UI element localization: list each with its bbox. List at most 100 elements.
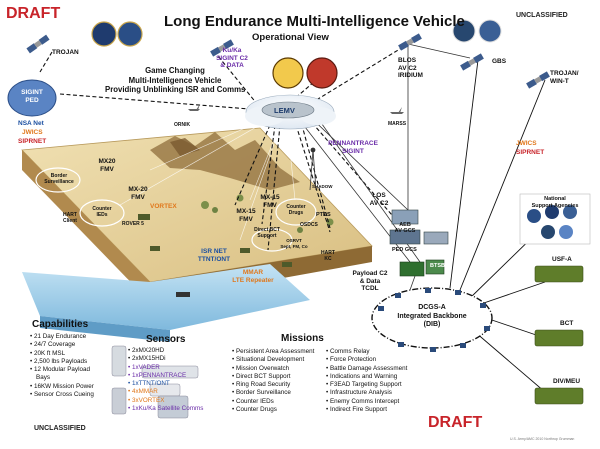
mission-item: Situational Development [232,356,314,364]
mx20-b-label: MX-20 FMV [123,186,153,201]
ground-vehicles [138,214,292,297]
national-support-label: National Support Agencies [522,196,588,209]
mission-item: Comms Relay [326,348,407,356]
direct-bct-line-1: Direct BCT [254,227,280,233]
coverage-circles [35,167,317,252]
national-line-2: Support Agencies [531,202,579,209]
classification-top: UNCLASSIFIED [516,12,568,19]
jwics-left-label: JWICS [22,129,43,136]
sigint-ped-line-1: SIGINT [21,89,43,96]
sensor-item: 1xTTNT/ONT [128,380,203,388]
osdcs-label: OSDCS [300,222,318,228]
mission-item: Indirect Fire Support [326,406,407,414]
sensor-item: 2xMX15HDi [128,355,203,363]
tower [309,147,317,191]
mx20-a-label: MX20 FMV [92,158,122,173]
trojan-wint-label: TROJAN/ WIN-T [550,70,579,85]
diagram-title: Long Endurance Multi-Intelligence Vehicl… [164,13,465,30]
mx15-a-label: MX-15 FMV [256,194,284,209]
mission-item: Force Protection [326,356,407,364]
capability-item: Sensor Cross Cueing [30,391,94,399]
payload-line-1: Payload C2 [352,270,388,277]
siprnet-right-label: SIPRNET [516,149,545,156]
usf-a-label: USF-A [552,256,572,263]
mmar-line-2: LTE Repeater [232,276,274,284]
counter-ieds-line-1: Counter [92,206,112,212]
blos-line-3: IRIDIUM [398,72,423,79]
hart-kc-line-1: HART [321,250,335,256]
gbs-label: GBS [492,58,507,65]
mission-item: Infrastructure Analysis [326,389,407,397]
mission-item: Border Surveillance [232,389,314,397]
dcgs-line-2: Integrated Backbone [397,312,467,320]
capability-item: 24/7 Coverage [30,341,94,349]
hart-client-line-2: Client [63,218,77,224]
mx15-a-line-1: MX-15 [260,194,280,201]
hart-client-label: HART Client [60,212,80,224]
payload-line-2: & Data [359,277,381,285]
capability-item: 21 Day Endurance [30,333,94,341]
sigint-ped-node [7,79,57,117]
hart-client-line-1: HART [63,212,77,218]
footer-note: U.S. Army/AMC 2010 Northrop Grumman [510,437,575,441]
mission-item: Mission Overwatch [232,365,314,373]
mission-item: Indications and Warning [326,373,407,381]
tagline: Game Changing Multi-Intelligence Vehicle… [105,66,245,95]
ku-ka-line-2: SIGINT C2 [216,54,248,62]
mission-item: Enemy Comms Intercept [326,398,407,406]
missions-title: Missions [281,333,324,344]
mmar-line-1: MMAR [242,269,264,276]
sensor-item: 2xMX20HD [128,347,203,355]
pennantrace-line-2: SIGINT [342,147,364,155]
vortex-label: VORTEX [150,203,177,210]
national-line-1: National [544,196,566,202]
osrvt-line-2: Sept, FM, Co [280,243,308,249]
counter-ieds-label: Counter IEDs [88,206,116,218]
marss-label: MARSS [388,121,407,127]
direct-bct-label: Direct BCT Support [250,227,284,239]
trojan-wint-line-1: TROJAN/ [550,70,579,77]
counter-drugs-line-2: Drugs [288,210,304,216]
dcgs-a-label: DCGS-A Integrated Backbone (DIB) [390,304,474,330]
draft-label-bottom: DRAFT [428,414,483,431]
sensors-title: Sensors [146,334,186,345]
hart-kc-label: HART KC [318,250,338,262]
trojan-label: TROJAN [52,49,79,56]
capability-item: Bays [36,374,50,382]
national-agencies-cluster [519,193,591,245]
ornik-label: ORNIK [174,122,191,128]
counter-drugs-label: Counter Drugs [282,204,310,216]
counter-ieds-line-2: IEDs [96,212,108,218]
small-aircraft [188,104,404,114]
mx15-a-line-2: FMV [263,201,277,209]
div-meu-label: DIV/MEU [553,378,581,385]
tagline-line-1: Game Changing [145,66,205,75]
hart-kc-line-2: KC [324,256,332,262]
agency-seals [91,19,502,89]
sigint-ped-label: SIGINT PED [16,89,48,104]
border-line-1: Border [50,173,68,179]
jwics-right-label: JWICS [516,140,537,147]
sensor-item: 1xPENNANTRACE [128,372,203,380]
mission-item: Persistent Area Assessment [232,348,314,356]
mission-item: Counter IEDs [232,398,314,406]
unit-clusters [534,265,584,405]
aeb-line-1: AEB [399,222,411,228]
ground-stations [389,209,449,277]
mission-item: Counter Drugs [232,406,314,414]
aeb-label: AEB AV GCS [388,222,422,234]
border-surveillance-label: Border Surveillance [42,173,76,185]
los-line-2: AV C2 [369,199,389,207]
mission-item: F3EAD Targeting Support [326,381,407,389]
mx15-b-line-2: FMV [239,215,253,223]
los-label: LOS AV C2 [364,192,394,207]
mx15-b-label: MX-15 FMV [232,208,260,223]
backbone-links [449,59,549,393]
capability-item: 16KW Mission Power [30,383,94,391]
ku-ka-label: Ku/Ka SIGINT C2 & DATA [214,47,250,70]
lemv-label: LEMV [274,106,295,115]
mx20-a-line-1: MX20 [98,158,116,165]
isr-net-line-1: ISR NET [201,248,227,255]
capability-item: 20K ft MSL [30,350,94,358]
